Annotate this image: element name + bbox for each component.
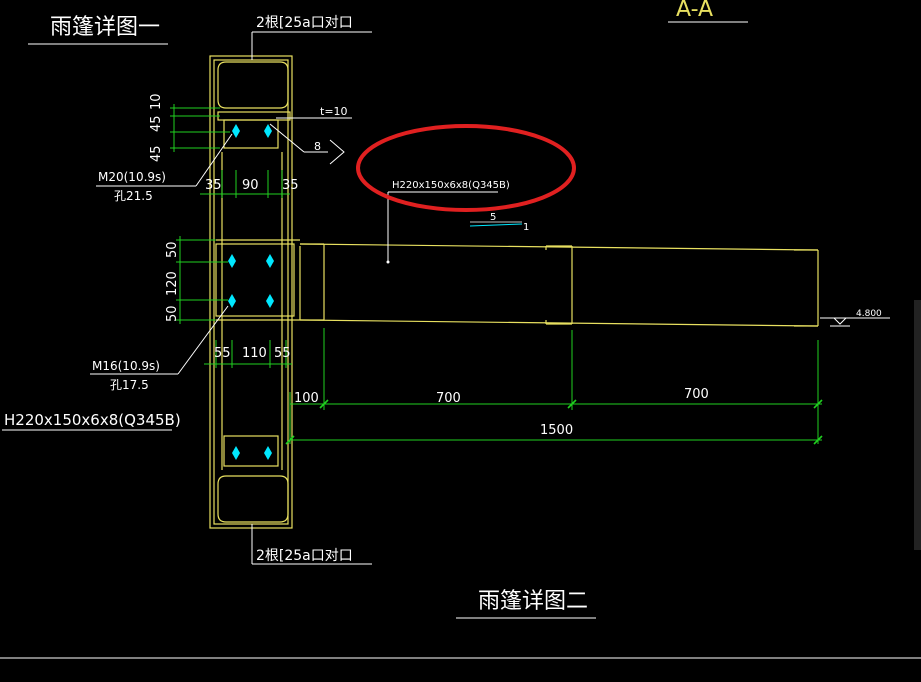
dim-h-100: 100 — [294, 391, 319, 406]
dim-h-top-90: 90 — [242, 178, 259, 193]
dim-v-top-10: 10 — [149, 93, 164, 110]
beam-spec-small-text: H220x150x6x8(Q345B) — [392, 180, 510, 191]
bolt-bottom-hole-text: 孔17.5 — [110, 378, 149, 392]
annotations — [2, 31, 890, 565]
bolt-icon — [266, 294, 274, 308]
beam-spec-large-text: H220x150x6x8(Q345B) — [4, 411, 181, 429]
elevation-text: 4.800 — [856, 309, 882, 319]
dim-h-mid-110: 110 — [242, 346, 267, 361]
bolt-bottom-spec-text: M16(10.9s) — [92, 359, 160, 373]
bolt-icon — [228, 254, 236, 268]
dim-v-top-45b: 45 — [149, 145, 164, 162]
title-bottom-text: 雨篷详图二 — [478, 589, 588, 614]
leader-dot — [386, 260, 390, 264]
dim-h-top-35b: 35 — [282, 178, 299, 193]
bolts-top — [232, 124, 272, 138]
dim-h-700b: 700 — [684, 387, 709, 402]
slope-unit-text: 1 — [523, 222, 529, 233]
annotation-texts: 2根[25a口对口 2根[25a口对口 t=10 8 M20(10.9s) 孔2… — [4, 15, 882, 564]
section-label-text: A-A — [676, 0, 713, 22]
bolts-bottom — [232, 446, 272, 460]
highlight-ellipse — [356, 124, 576, 212]
dim-h-top-35a: 35 — [205, 178, 222, 193]
bolt-icon — [264, 124, 272, 138]
bolt-icon — [266, 254, 274, 268]
channel-bottom-text: 2根[25a口对口 — [256, 548, 353, 564]
weld-size-text: 8 — [314, 140, 321, 153]
slope-indicator: 5 1 — [469, 212, 529, 233]
dim-h-700a: 700 — [436, 391, 461, 406]
slope-value-text: 5 — [490, 212, 496, 223]
dim-h-mid-55b: 55 — [274, 346, 291, 361]
dimension-texts: 10 45 45 35 90 35 50 120 50 55 110 55 10… — [149, 93, 709, 438]
bolt-icon — [228, 294, 236, 308]
title-detail-1: 雨篷详图一 — [28, 15, 168, 45]
bolt-top-spec-text: M20(10.9s) — [98, 170, 166, 184]
plate-thickness-text: t=10 — [320, 105, 348, 118]
bolt-icon — [264, 446, 272, 460]
title-detail-2: 雨篷详图二 — [456, 589, 596, 619]
dim-v-top-45a: 45 — [149, 115, 164, 132]
scrollbar[interactable] — [914, 300, 921, 550]
title-top-left-text: 雨篷详图一 — [50, 15, 160, 40]
bolt-icon — [232, 446, 240, 460]
dim-h-mid-55a: 55 — [214, 346, 231, 361]
column-channel-pair — [209, 55, 300, 529]
dim-v-mid-50a: 50 — [165, 241, 180, 258]
bolt-top-hole-text: 孔21.5 — [114, 189, 153, 203]
dimension-ticks — [285, 399, 823, 445]
dimension-lines — [170, 104, 822, 444]
bolts-mid — [228, 254, 274, 308]
cantilever-beam — [299, 243, 819, 327]
dim-v-mid-50b: 50 — [165, 305, 180, 322]
section-label-a-a: A-A — [668, 0, 748, 23]
dim-v-mid-120: 120 — [165, 271, 180, 296]
dim-h-1500: 1500 — [540, 423, 573, 438]
bolt-icon — [232, 124, 240, 138]
channel-top-text: 2根[25a口对口 — [256, 15, 353, 31]
